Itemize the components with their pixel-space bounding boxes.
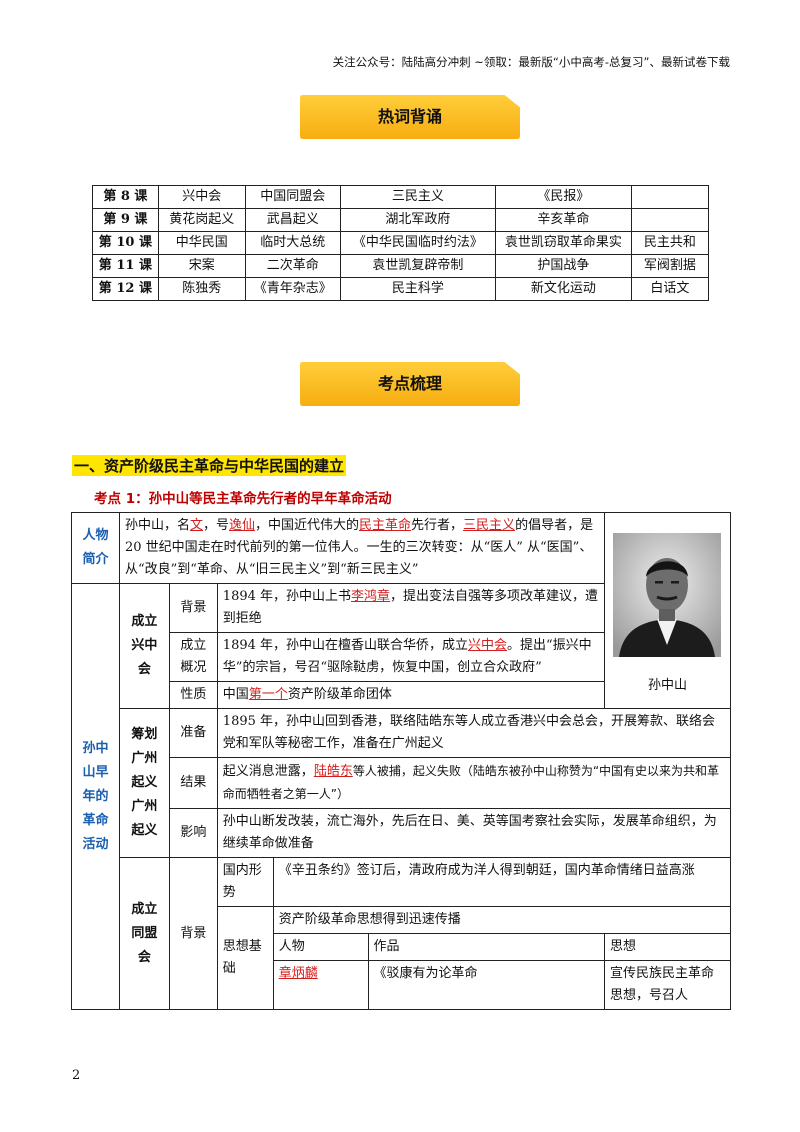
vocab-term: 湖北军政府	[339, 208, 496, 232]
page-number: 2	[72, 1068, 81, 1083]
section-title: 一、资产阶级民主革命与中华民国的建立	[72, 455, 347, 476]
row-thought: 宣传民族民主革命思想，号召人	[603, 960, 732, 1010]
vocab-term: 黄花岗起义	[157, 208, 246, 232]
vocab-term: 《青年杂志》	[244, 277, 341, 301]
vocab-lesson: 第 9 课	[92, 208, 159, 232]
banner-hot-words: 热词背诵	[300, 95, 520, 139]
gz-influence-label: 影响	[168, 808, 218, 858]
vocab-term: 陈独秀	[157, 277, 246, 301]
vocab-lesson: 第 10 课	[92, 231, 159, 255]
gz-influence-text: 孙中山断发改装，流亡海外，先后在日、美、英等国考察社会实际，发展革命组织，为继续…	[216, 808, 732, 858]
header-note: 关注公众号：陆陆高分冲刺 ~领取：最新版“小中高考-总复习”、最新试卷下载	[332, 55, 730, 69]
xzh-overview-label: 成立概况	[168, 632, 218, 682]
vocab-term: 新文化运动	[494, 277, 632, 301]
portrait-caption: 孙中山	[647, 677, 687, 693]
xzh-nature-text: 中国第一个资产阶级革命团体	[216, 681, 605, 709]
guangzhou-label: 筹划广州起义广州起义	[118, 708, 170, 858]
tmh-idea-text: 资产阶级革命思想得到迅速传播	[272, 906, 732, 934]
activities-label: 孙中山早年的革命活动	[71, 583, 120, 1010]
vocab-term: 武昌起义	[244, 208, 341, 232]
intro-text: 孙中山，名文，号逸仙，中国近代伟大的民主革命先行者，三民主义的倡导者，是 20 …	[118, 512, 605, 584]
tmh-idea-label: 思想基础	[216, 906, 274, 1010]
vocab-term: 《民报》	[494, 185, 632, 209]
vocab-table: 第 8 课兴中会中国同盟会三民主义《民报》第 9 课黄花岗起义武昌起义湖北军政府…	[92, 185, 710, 301]
xzh-bg-text: 1894 年，孙中山上书李鸿章，提出变法自强等多项改革建议，遭到拒绝	[216, 583, 605, 633]
vocab-row: 第 12 课陈独秀《青年杂志》民主科学新文化运动白话文	[92, 277, 710, 301]
gz-result-text: 起义消息泄露，陆皓东等人被捕，起义失败（陆皓东被孙中山称赞为“中国有史以来为共和…	[216, 757, 732, 809]
vocab-row: 第 8 课兴中会中国同盟会三民主义《民报》	[92, 185, 710, 209]
col-thought: 思想	[603, 933, 732, 961]
vocab-term: 民主共和	[630, 231, 710, 255]
vocab-term: 民主科学	[339, 277, 496, 301]
row-person: 章炳麟	[272, 960, 369, 1010]
vocab-term: 白话文	[630, 277, 710, 301]
vocab-term: 宋案	[157, 254, 246, 278]
vocab-lesson: 第 8 课	[92, 185, 159, 209]
vocab-row: 第 10 课中华民国临时大总统《中华民国临时约法》袁世凯窃取革命果实民主共和	[92, 231, 710, 255]
vocab-term	[630, 208, 710, 232]
col-work: 作品	[367, 933, 605, 961]
tmh-domestic-text: 《辛丑条约》签订后，清政府成为洋人得到朝廷，国内革命情绪日益高涨	[272, 857, 732, 907]
vocab-lesson: 第 12 课	[92, 277, 159, 301]
vocab-lesson: 第 11 课	[92, 254, 159, 278]
vocab-row: 第 9 课黄花岗起义武昌起义湖北军政府辛亥革命	[92, 208, 710, 232]
xzh-nature-label: 性质	[168, 681, 218, 709]
gz-result-label: 结果	[168, 757, 218, 809]
vocab-term: 辛亥革命	[494, 208, 632, 232]
vocab-term: 《中华民国临时约法》	[339, 231, 496, 255]
vocab-term: 护国战争	[494, 254, 632, 278]
row-work: 《驳康有为论革命	[367, 960, 605, 1010]
vocab-term: 中国同盟会	[244, 185, 341, 209]
vocab-term: 临时大总统	[244, 231, 341, 255]
gz-prep-label: 准备	[168, 708, 218, 758]
tmh-domestic-label: 国内形势	[216, 857, 274, 907]
vocab-term: 三民主义	[339, 185, 496, 209]
col-person: 人物	[272, 933, 369, 961]
xingzhonghui-label: 成立兴中会	[118, 583, 170, 709]
portrait-image	[613, 532, 722, 657]
tmh-bg-label: 背景	[168, 857, 218, 1010]
gz-prep-text: 1895 年，孙中山回到香港，联络陆皓东等人成立香港兴中会总会，开展筹款、联络会…	[216, 708, 732, 758]
tongmenghui-label: 成立同盟会	[118, 857, 170, 1010]
vocab-term: 袁世凯窃取革命果实	[494, 231, 632, 255]
vocab-term: 军阀割据	[630, 254, 710, 278]
vocab-term: 兴中会	[157, 185, 246, 209]
banner-key-points: 考点梳理	[300, 362, 520, 406]
vocab-term: 中华民国	[157, 231, 246, 255]
main-table: 人物简介 孙中山，名文，号逸仙，中国近代伟大的民主革命先行者，三民主义的倡导者，…	[71, 512, 732, 1010]
point-title: 考点 1：孙中山等民主革命先行者的早年革命活动	[94, 491, 392, 507]
xzh-bg-label: 背景	[168, 583, 218, 633]
portrait-cell: 孙中山	[603, 512, 732, 709]
xzh-overview-text: 1894 年，孙中山在檀香山联合华侨，成立兴中会。提出“振兴中华”的宗旨，号召“…	[216, 632, 605, 682]
intro-label: 人物简介	[71, 512, 120, 584]
vocab-row: 第 11 课宋案二次革命袁世凯复辟帝制护国战争军阀割据	[92, 254, 710, 278]
vocab-term	[630, 185, 710, 209]
vocab-term: 二次革命	[244, 254, 341, 278]
vocab-term: 袁世凯复辟帝制	[339, 254, 496, 278]
